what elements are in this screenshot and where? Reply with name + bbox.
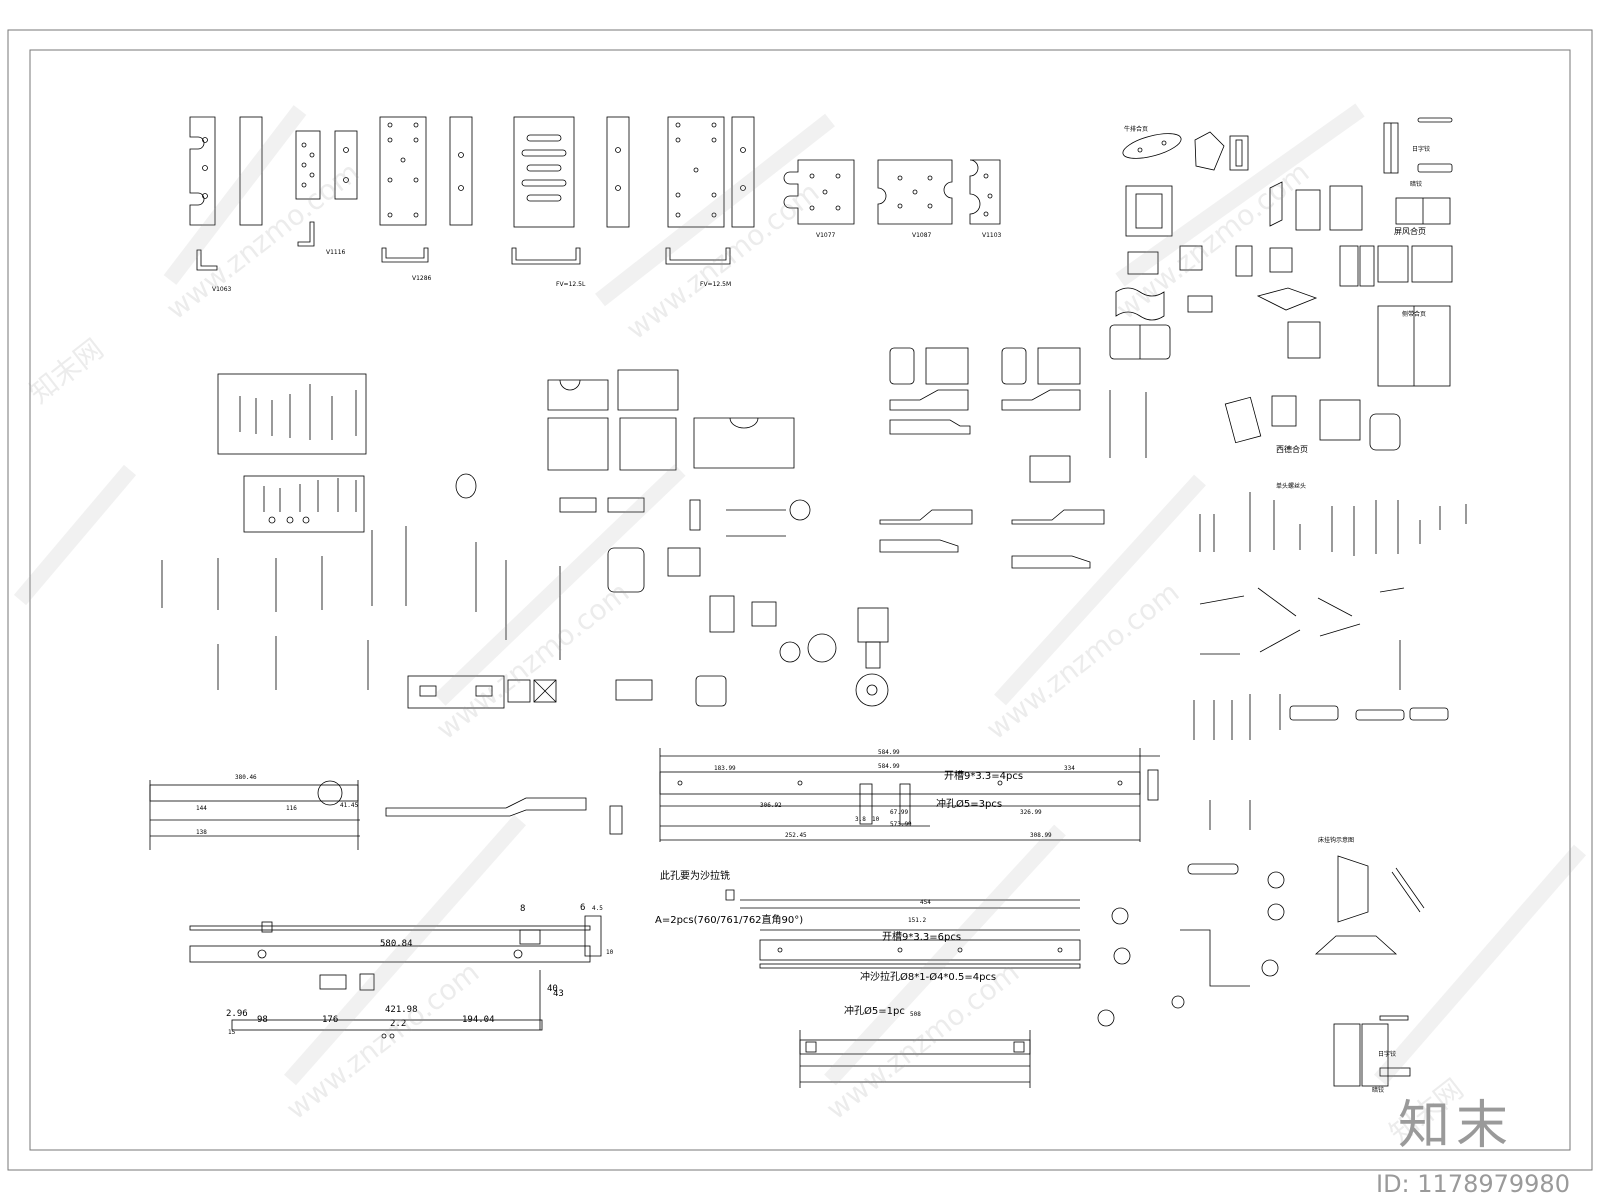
dim-d32: 116 xyxy=(286,805,297,812)
dim-d13: 580.84 xyxy=(380,939,413,949)
dim-d24: 40 xyxy=(547,984,558,994)
dim-d1: 584.99 xyxy=(878,749,900,756)
label-side-hinge: 侧带合页 xyxy=(1402,311,1427,318)
note-slot-2: 开槽9*3.3=6pcs xyxy=(882,932,962,943)
label-v1103: V1103 xyxy=(982,232,1002,239)
long-rail-1 xyxy=(659,748,1160,842)
dim-d10: 308.99 xyxy=(1030,832,1052,839)
cam-plates xyxy=(455,369,795,513)
dim-d18: 98 xyxy=(257,1015,268,1025)
label-fv12-5m: FV=12.5M xyxy=(700,281,732,288)
dim-d15: 176 xyxy=(322,1015,339,1025)
label-v1286: V1286 xyxy=(412,275,432,282)
label-anjiao-bottom: 暗铰 xyxy=(1372,1087,1385,1094)
note-punch-2: 冲沙拉孔Ø8*1-Ø4*0.5=4pcs xyxy=(860,972,997,983)
dim-d21: 4.5 xyxy=(592,905,603,912)
bracket-v1116 xyxy=(295,130,358,247)
label-hinge-group: 牛排合页 xyxy=(1124,126,1149,133)
watermark-id: ID: 1178979980 xyxy=(1376,1170,1570,1198)
dim-d29: 508 xyxy=(910,1011,921,1018)
hinge-cluster xyxy=(1109,117,1453,458)
outer-frame xyxy=(7,29,1593,1171)
profile-drawing-1 xyxy=(149,780,623,850)
bracket-v1063 xyxy=(189,116,263,271)
screw-cluster-left xyxy=(161,526,561,690)
concealed-hinge-set xyxy=(879,347,1105,569)
dim-d5: 306.92 xyxy=(760,802,782,809)
note-sofa-hole: 此孔要为沙拉铣 xyxy=(660,871,730,882)
dim-d7: 573.99 xyxy=(890,821,912,828)
plate-v1077 xyxy=(783,159,855,225)
dim-d9: 252.45 xyxy=(785,832,807,839)
right-screws xyxy=(1193,492,1467,830)
dim-d11: 3.8 xyxy=(855,816,866,823)
dim-d30: 380.46 xyxy=(235,774,257,781)
bracket-v1286 xyxy=(379,116,473,263)
watermark-logo: 知末 xyxy=(1398,1096,1515,1156)
dim-d27: 454 xyxy=(920,899,931,906)
dim-d3: 183.99 xyxy=(714,765,736,772)
fastener-table-1 xyxy=(217,373,367,455)
dim-d17: 2.96 xyxy=(226,1009,248,1019)
dim-d34: 138 xyxy=(196,829,207,836)
bracket-fv12-5l xyxy=(511,116,630,265)
profile-drawing-2 xyxy=(189,915,602,1039)
latch-group xyxy=(607,499,889,707)
dim-d2: 584.99 xyxy=(878,763,900,770)
label-bed-hanger: 床挂钩示意图 xyxy=(1318,837,1355,844)
plate-v1103 xyxy=(969,159,1001,225)
label-v1077: V1077 xyxy=(816,232,836,239)
note-punch-1: 冲孔Ø5=3pcs xyxy=(936,799,1003,810)
dim-d16: 194.04 xyxy=(462,1015,495,1025)
dim-d31: 144 xyxy=(196,805,207,812)
casters-and-hardware xyxy=(1097,855,1425,1087)
dim-d4: 334 xyxy=(1064,765,1075,772)
inner-frame xyxy=(29,49,1571,1151)
dim-d14: 421.98 xyxy=(385,1005,418,1015)
label-v1063: V1063 xyxy=(212,286,232,293)
long-rail-2 xyxy=(725,889,1081,969)
dim-d20: 6 xyxy=(580,903,586,913)
dim-d33: 41.45 xyxy=(340,802,359,809)
fastener-table-2 xyxy=(243,475,365,533)
label-v1087: V1087 xyxy=(912,232,932,239)
bracket-fv12-5m xyxy=(665,116,755,265)
long-rail-3 xyxy=(799,1030,1031,1088)
dim-d26: 2.2 xyxy=(390,1019,407,1029)
label-fv12-5l: FV=12.5L xyxy=(556,281,586,288)
label-xide-hinge: 西德合页 xyxy=(1276,445,1308,454)
plate-v1087 xyxy=(877,159,953,225)
dim-d28: 151.2 xyxy=(908,917,927,924)
label-screen-hinge: 屏风合页 xyxy=(1394,227,1426,236)
dim-d19: 8 xyxy=(520,904,526,914)
dim-d22: 10 xyxy=(606,949,614,956)
dim-d25: 15 xyxy=(228,1029,236,1036)
dim-d6: 67.99 xyxy=(890,809,909,816)
label-anjiao-top: 暗铰 xyxy=(1410,181,1423,188)
note-spec: A=2pcs(760/761/762直角90°) xyxy=(655,915,804,926)
note-slot-1: 开槽9*3.3=4pcs xyxy=(944,771,1024,782)
label-single-screw: 单头螺丝头 xyxy=(1276,483,1307,490)
label-v1116: V1116 xyxy=(326,249,346,256)
label-rizijiao-top: 日字铰 xyxy=(1412,146,1431,153)
dim-d12: 10 xyxy=(872,816,880,823)
rail-block xyxy=(407,675,557,709)
watermark-grid xyxy=(13,103,1587,1086)
note-punch-3: 冲孔Ø5=1pc xyxy=(844,1006,905,1017)
dim-d8: 326.99 xyxy=(1020,809,1042,816)
label-rizijiao-bottom: 日字铰 xyxy=(1378,1051,1397,1058)
dim-d23: 43 xyxy=(553,989,564,999)
